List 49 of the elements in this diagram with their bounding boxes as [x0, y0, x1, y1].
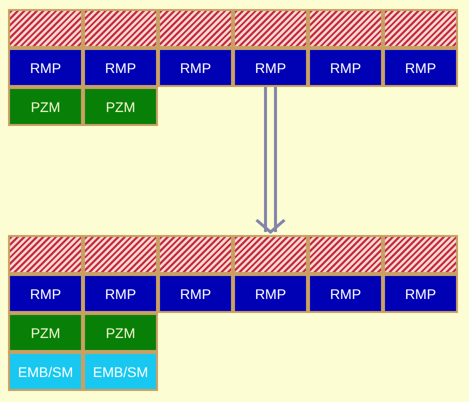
stack-block: [83, 352, 158, 391]
hatched-block: [8, 9, 83, 48]
stack-block: [308, 48, 383, 87]
hatched-block: [8, 235, 83, 274]
block-label: RMP: [330, 286, 362, 302]
stack-block: [383, 274, 458, 313]
stack-block: [8, 48, 83, 87]
block-label: RMP: [180, 60, 212, 76]
stack-block: [383, 48, 458, 87]
block-label: EMB/SM: [18, 364, 74, 380]
stack-block: [158, 274, 233, 313]
block-label: RMP: [404, 60, 436, 76]
stack-block: [83, 313, 158, 352]
hatched-block: [83, 9, 158, 48]
stack-block: [83, 87, 158, 126]
stack-block: [233, 48, 308, 87]
block-label: RMP: [180, 286, 212, 302]
hatched-block: [308, 9, 383, 48]
hatched-block: [308, 235, 383, 274]
block-label: PZM: [106, 98, 136, 114]
stack-block: [158, 48, 233, 87]
block-label: RMP: [254, 286, 286, 302]
stack-block: [233, 274, 308, 313]
block-label: RMP: [30, 286, 62, 302]
block-label: EMB/SM: [92, 364, 148, 380]
double-arrow: [255, 87, 286, 234]
block-label: RMP: [404, 286, 436, 302]
stack-block: [308, 274, 383, 313]
hatched-block: [158, 235, 233, 274]
block-label: RMP: [330, 60, 362, 76]
stack-block: [8, 274, 83, 313]
block-label: RMP: [104, 60, 136, 76]
block-label: RMP: [254, 60, 286, 76]
hatched-block: [233, 9, 308, 48]
stack-block: [8, 352, 83, 391]
stack-block: [8, 313, 83, 352]
block-label: RMP: [30, 60, 62, 76]
block-label: PZM: [106, 324, 136, 340]
block-label: PZM: [30, 324, 60, 340]
stack-block: [83, 48, 158, 87]
hatched-block: [83, 235, 158, 274]
hatched-block: [158, 9, 233, 48]
block-label: RMP: [104, 286, 136, 302]
block-label: PZM: [30, 98, 60, 114]
stack-block: [83, 274, 158, 313]
stack-block: [8, 87, 83, 126]
hatched-block: [383, 9, 458, 48]
hatched-block: [383, 235, 458, 274]
hatched-block: [233, 235, 308, 274]
